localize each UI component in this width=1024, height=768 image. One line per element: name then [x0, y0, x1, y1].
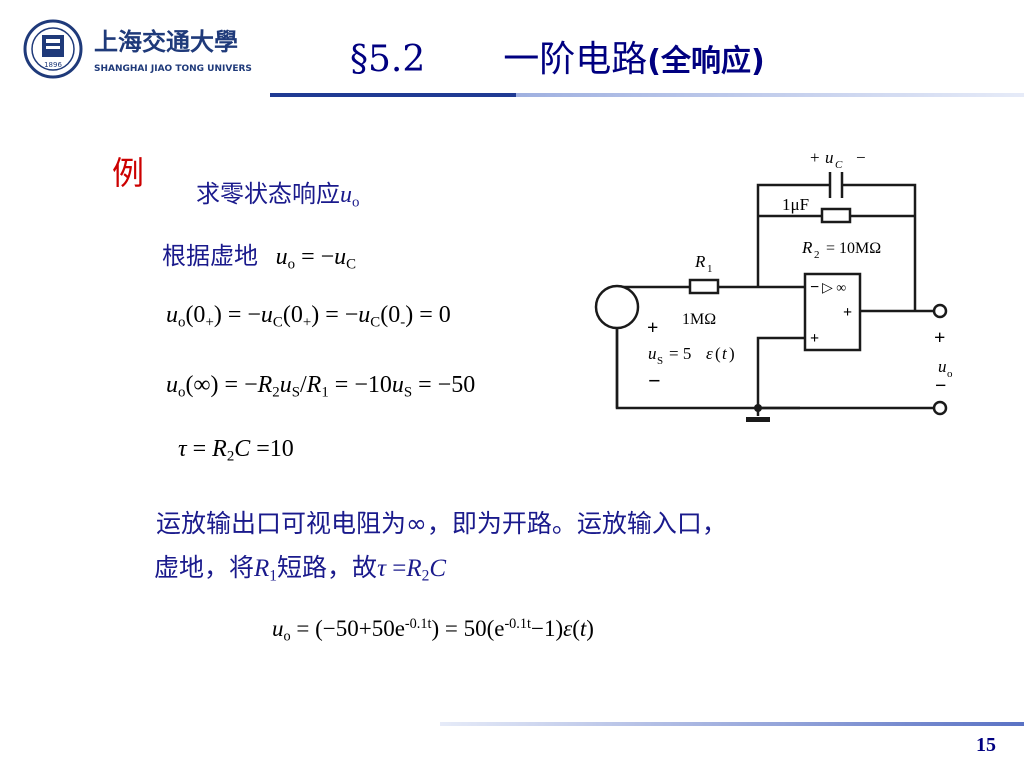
- ground-junction-dot: [754, 404, 762, 412]
- page-number: 15: [976, 734, 996, 756]
- wire-top-left: [615, 285, 690, 289]
- uc-plus: +: [810, 148, 820, 167]
- source-minus: −: [648, 368, 661, 393]
- title-paren: (全响应): [647, 44, 765, 79]
- header-rule-fade: [516, 93, 1024, 97]
- explanation-line-1: 运放输出口可视电阻为∞，即为开路。运放输入口，: [156, 509, 727, 538]
- equation-time-constant: τ = R2C =10: [178, 436, 294, 465]
- us-value: = 5: [669, 344, 691, 363]
- cap-value: 1μF: [782, 195, 809, 214]
- us-eps: ε: [706, 344, 713, 363]
- wire-cap-loop: [756, 183, 917, 311]
- equation-final-value: uo(∞) = −R2uS/R1 = −10uS = −50: [166, 372, 476, 401]
- question-text: 求零状态响应: [196, 180, 340, 208]
- footer-rule: [440, 722, 1024, 726]
- uc-minus: −: [856, 148, 866, 167]
- output-plus: +: [934, 327, 945, 349]
- output-sub: o: [947, 368, 953, 380]
- title-text: 一阶电路: [503, 39, 648, 80]
- resistor-r1-icon: [688, 278, 720, 295]
- us-sub: S: [657, 355, 663, 367]
- r1-var: R: [694, 252, 706, 271]
- opamp-plus-in: +: [810, 330, 819, 347]
- logo-name-cn: 上海交通大學: [94, 28, 238, 56]
- voltage-source-icon: [594, 284, 640, 330]
- uc-var: u: [825, 148, 834, 167]
- output-terminal-plus-icon: [932, 303, 948, 319]
- basis-line: 根据虚地 uo = −uC: [162, 236, 356, 273]
- wire-noninv-ground: [756, 336, 805, 408]
- capacitor-icon: [828, 172, 844, 198]
- us-var: u: [648, 344, 657, 363]
- example-label: 例: [112, 154, 145, 192]
- question-sub: o: [352, 194, 360, 211]
- r1-sub: 1: [707, 263, 713, 275]
- opamp-icon: [803, 272, 862, 352]
- header-rule: [270, 93, 516, 97]
- us-t: t: [722, 344, 728, 363]
- opamp-plus-out: +: [843, 304, 852, 321]
- equation-initial: uo(0+) = −uC(0+) = −uC(0-) = 0: [166, 302, 451, 331]
- output-minus: −: [935, 375, 946, 397]
- basis-equation: uo = −uC: [275, 244, 357, 273]
- section-number: §5.2: [350, 39, 426, 80]
- slide-title: §5.2 一阶电路(全响应): [350, 30, 765, 82]
- university-logo: 1896 上海交通大學 SHANGHAI JIAO TONG UNIVERSIT…: [22, 18, 268, 80]
- us-paren-close: ): [729, 344, 735, 363]
- question-var: u: [340, 182, 352, 208]
- output-var: u: [938, 357, 947, 376]
- r2-value: = 10MΩ: [826, 240, 881, 257]
- question-line: 求零状态响应uo: [196, 174, 359, 211]
- ground-icon: [746, 417, 770, 422]
- logo-year: 1896: [44, 61, 62, 69]
- resistor-r2-icon: [820, 207, 852, 224]
- output-terminal-minus-icon: [932, 400, 948, 416]
- us-paren-open: (: [715, 344, 721, 363]
- logo-graphic: 1896 上海交通大學 SHANGHAI JIAO TONG UNIVERSIT…: [23, 19, 268, 79]
- source-plus: +: [647, 317, 658, 339]
- r1-value: 1MΩ: [682, 311, 716, 328]
- explanation-line-2: 虚地，将R1短路，故τ =R2C: [154, 553, 447, 585]
- logo-name-en: SHANGHAI JIAO TONG UNIVERSITY: [94, 64, 252, 74]
- equation-response: uo = (−50+50e-0.1t) = 50(e-0.1t−1)ε(t): [272, 616, 594, 645]
- r2-sub: 2: [814, 249, 820, 261]
- basis-text: 根据虚地: [162, 242, 258, 270]
- uc-sub: C: [835, 159, 843, 171]
- circuit-diagram: + u C − 1μF R 2 = 10MΩ R 1 1MΩ + − u S =…: [594, 148, 953, 422]
- opamp-minus: −: [810, 279, 819, 296]
- r2-var: R: [801, 238, 813, 257]
- opamp-triangle: ▷ ∞: [822, 281, 846, 296]
